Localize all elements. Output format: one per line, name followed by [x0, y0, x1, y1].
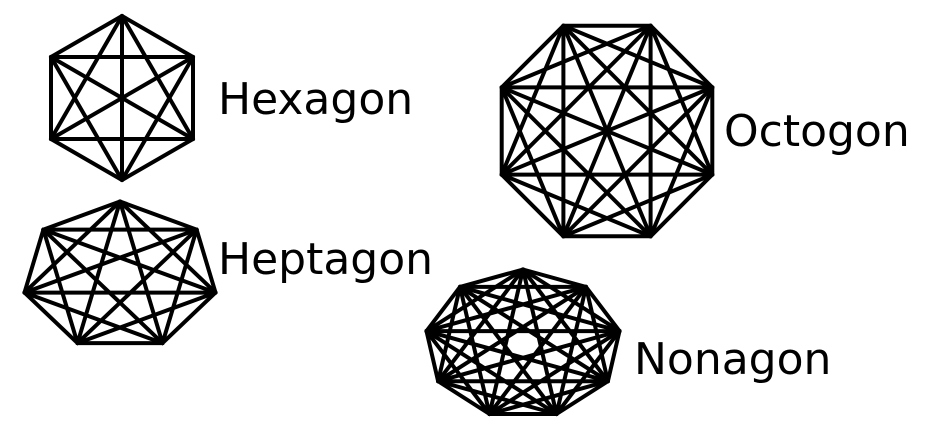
nonagon-diagonal-2-8	[458, 284, 622, 334]
nonagon-side-2-3	[605, 329, 622, 384]
hexagon-diagonal-3-5	[49, 55, 124, 182]
nonagon-diagonal-0-4	[521, 267, 559, 416]
octogon-diagonal-0-5	[499, 23, 653, 177]
nonagon-side-3-4	[554, 379, 610, 416]
nonagon-diagonal-3-5	[487, 379, 610, 416]
octogon-diagonal-2-7	[561, 23, 715, 177]
nonagon-side-1-2	[584, 284, 622, 334]
nonagon-side-7-8	[424, 284, 462, 334]
hexagon-side-0-1	[120, 14, 195, 59]
octogon-side-0-1	[648, 23, 715, 90]
octogon-side-4-5	[499, 172, 566, 239]
octogon-diagonal-3-6	[499, 85, 653, 239]
octogon-diagonal-4-6	[499, 85, 566, 239]
nonagon-complete-graph	[424, 267, 622, 416]
heptagon-complete-graph	[22, 199, 218, 346]
hexagon-complete-graph	[49, 14, 195, 182]
hexagon-side-3-4	[49, 137, 124, 182]
heptagon-diagonal-3-6	[41, 227, 165, 346]
nonagon-side-0-1	[521, 267, 588, 289]
nonagon-side-5-6	[436, 379, 492, 416]
heptagon-side-0-1	[118, 199, 199, 232]
heptagon-diagonal-0-4	[75, 199, 122, 346]
nonagon-diagonal-5-8	[458, 284, 492, 416]
heptagon-side-5-6	[22, 227, 46, 295]
nonagon-diagonal-0-2	[521, 267, 622, 334]
octogon-side-2-3	[648, 172, 715, 239]
nonagon-diagonal-3-7	[424, 329, 610, 384]
octogon-diagonal-3-7	[561, 23, 653, 239]
heptagon-diagonal-0-2	[118, 199, 218, 295]
octogon-label: Octogon	[724, 106, 910, 157]
heptagon-diagonal-2-4	[75, 290, 218, 346]
heptagon-diagonal-1-4	[75, 227, 199, 346]
heptagon-side-2-3	[160, 290, 218, 346]
octogon-diagonal-1-7	[561, 23, 715, 90]
hexagon-label: Hexagon	[218, 74, 414, 125]
nonagon-diagonal-0-7	[424, 267, 525, 334]
octogon-diagonal-5-7	[499, 23, 566, 177]
octogon-complete-graph	[499, 23, 715, 239]
nonagon-diagonal-2-4	[554, 329, 622, 416]
nonagon-diagonal-4-8	[458, 284, 559, 416]
nonagon-side-0-8	[458, 267, 525, 289]
hexagon-diagonal-2-5	[49, 55, 195, 141]
hexagon-side-2-3	[120, 137, 195, 182]
nonagon-diagonal-2-6	[436, 329, 622, 384]
heptagon-diagonal-1-3	[160, 227, 199, 346]
heptagon-side-1-2	[194, 227, 218, 295]
heptagon-diagonal-3-5	[22, 290, 165, 346]
nonagon-diagonal-5-7	[424, 329, 492, 416]
nonagon-diagonal-3-8	[458, 284, 610, 384]
nonagon-diagonal-4-6	[436, 379, 559, 416]
nonagon-diagonal-1-5	[487, 284, 588, 416]
heptagon-diagonal-1-5	[22, 227, 199, 295]
heptagon-diagonal-4-6	[41, 227, 80, 346]
nonagon-diagonal-6-8	[436, 284, 462, 384]
octogon-diagonal-1-4	[561, 85, 715, 239]
heptagon-diagonal-0-5	[22, 199, 122, 295]
nonagon-label: Nonagon	[634, 334, 832, 385]
heptagon-side-0-6	[41, 199, 122, 232]
nonagon-diagonal-1-6	[436, 284, 588, 384]
nonagon-diagonal-0-5	[487, 267, 525, 416]
octogon-side-6-7	[499, 23, 566, 90]
octogon-diagonal-3-5	[499, 172, 653, 239]
nonagon-side-6-7	[424, 329, 441, 384]
heptagon-side-4-5	[22, 290, 80, 346]
heptagon-diagonal-2-6	[41, 227, 218, 295]
heptagon-diagonal-0-3	[118, 199, 165, 346]
heptagon-label: Heptagon	[218, 234, 434, 285]
hexagon-side-0-5	[49, 14, 124, 59]
nonagon-diagonal-1-3	[584, 284, 610, 384]
